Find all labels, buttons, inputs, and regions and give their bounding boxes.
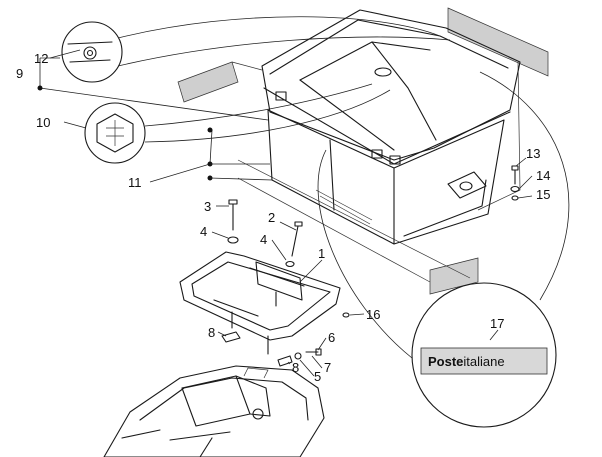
callout-10: 10 — [36, 115, 50, 130]
callout-5: 5 — [314, 369, 321, 384]
poste-italiane-label — [420, 347, 548, 375]
svg-text:Posteitaliane: Posteitaliane — [428, 354, 505, 369]
top-case — [261, 9, 521, 245]
callout-1: 1 — [318, 246, 325, 261]
callout-16: 16 — [366, 307, 380, 322]
callout-13: 13 — [526, 146, 540, 161]
callout-6: 6 — [328, 330, 335, 345]
hardware-parts — [221, 165, 520, 367]
callout-leaders — [37, 49, 533, 377]
callout-11: 11 — [128, 175, 142, 190]
callout-12: 12 — [34, 51, 48, 66]
callout-2: 2 — [268, 210, 275, 225]
callout-3: 3 — [204, 199, 211, 214]
label-regular-text: italiane — [463, 354, 504, 369]
callout-8a: 8 — [208, 325, 215, 340]
callout-9: 9 — [16, 66, 23, 81]
lock-inset — [61, 16, 451, 83]
label-bold-text: Poste — [428, 354, 463, 369]
logo-badge-inset — [84, 83, 391, 164]
background-panels — [177, 7, 549, 295]
callout-17: 17 — [490, 316, 504, 331]
sticker-inset: Posteitaliane — [317, 71, 570, 428]
callout-7: 7 — [324, 360, 331, 375]
callout-numbers: 1 2 3 4 4 5 6 7 8 8 9 10 11 12 13 14 15 … — [16, 51, 550, 384]
callout-14: 14 — [536, 168, 550, 183]
callout-4b: 4 — [260, 232, 267, 247]
callout-8b: 8 — [292, 360, 299, 375]
luggage-rack — [179, 251, 341, 355]
callout-4a: 4 — [200, 224, 207, 239]
scooter-rear — [103, 365, 325, 457]
callout-15: 15 — [536, 187, 550, 202]
